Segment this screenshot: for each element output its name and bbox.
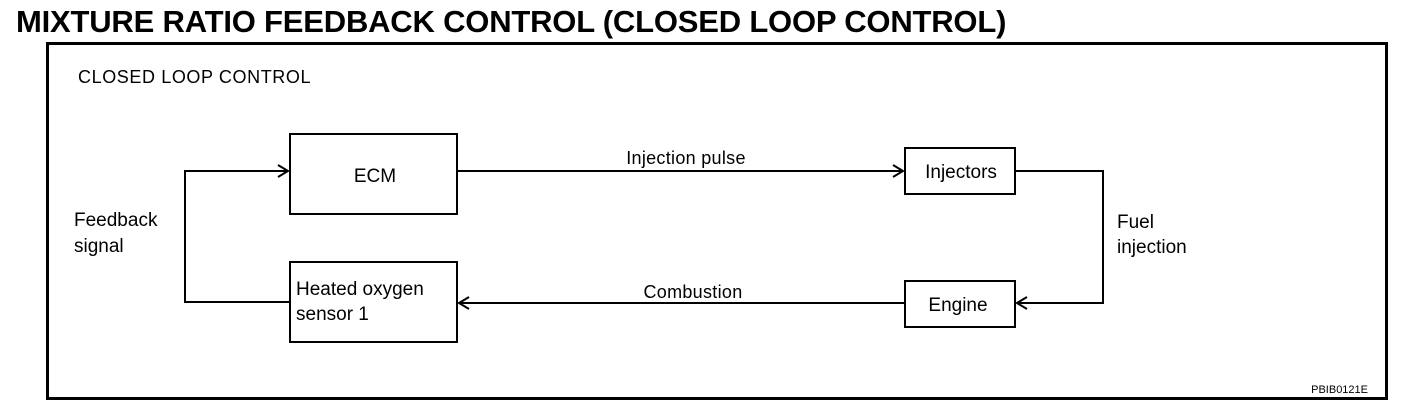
ecm-block: ECM — [289, 133, 458, 215]
feedback-signal-label-line2: signal — [74, 236, 124, 257]
injectors-label: Injectors — [925, 162, 997, 183]
engine-block: Engine — [904, 280, 1016, 328]
diagram-frame — [46, 42, 1388, 400]
feedback-signal-arrow — [184, 164, 290, 303]
feedback-signal-label-line1: Feedback — [74, 210, 158, 231]
injection-pulse-label: Injection pulse — [626, 148, 746, 168]
engine-label: Engine — [928, 295, 987, 316]
page-title: MIXTURE RATIO FEEDBACK CONTROL (CLOSED L… — [16, 4, 1007, 39]
ecm-label: ECM — [354, 166, 396, 187]
combustion-label: Combustion — [643, 282, 742, 302]
sensor-block: Heated oxygen sensor 1 — [289, 261, 458, 343]
sensor-label-line2: sensor 1 — [296, 304, 369, 325]
figure-code: PBIB0121E — [1311, 384, 1368, 396]
diagram-heading: CLOSED LOOP CONTROL — [78, 67, 311, 87]
fuel-injection-label-line1: Fuel — [1117, 212, 1154, 233]
fuel-injection-label-line2: injection — [1117, 237, 1187, 258]
sensor-label-line1: Heated oxygen — [296, 279, 424, 300]
injectors-block: Injectors — [904, 147, 1016, 195]
fuel-injection-arrow — [1015, 170, 1104, 310]
